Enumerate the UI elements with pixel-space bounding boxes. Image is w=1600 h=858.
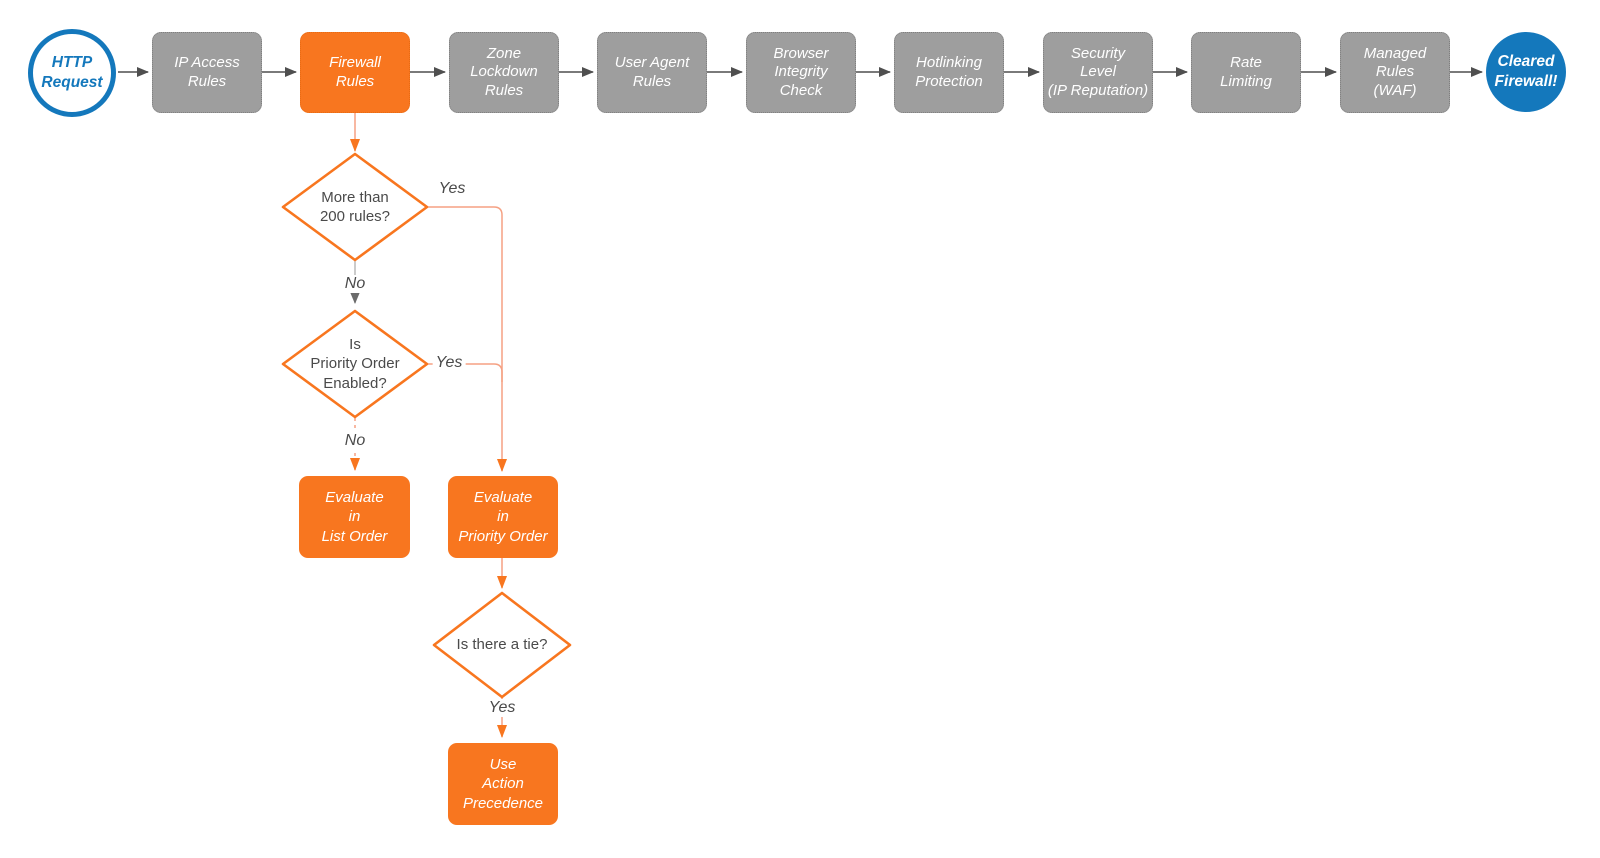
action-evaluate-list-order: Evaluate in List Order	[299, 476, 410, 558]
connector-rule-count-yes	[427, 206, 507, 472]
decision-rule-count-diamond	[281, 152, 429, 262]
stage-ip-access-rules: IP Access Rules	[152, 32, 262, 113]
action-use-action-precedence: Use Action Precedence	[448, 743, 558, 825]
connector-priority-yes	[427, 363, 503, 382]
edge-label-rule-count-yes: Yes	[435, 180, 469, 198]
decision-priority-order-diamond	[281, 309, 429, 419]
edge-label-priority-yes: Yes	[432, 354, 466, 372]
edge-label-priority-no: No	[341, 432, 369, 450]
action-evaluate-priority-order: Evaluate in Priority Order	[448, 476, 558, 558]
decision-rule-count-text: More than 200 rules?	[319, 188, 391, 225]
decision-priority-order-text: Is Priority Order Enabled?	[310, 336, 400, 392]
stage-managed-rules-waf: Managed Rules (WAF)	[1340, 32, 1450, 113]
stage-firewall-rules: Firewall Rules	[300, 32, 410, 113]
decision-tie-text: Is there a tie?	[456, 636, 548, 654]
stage-browser-integrity-check: Browser Integrity Check	[746, 32, 856, 113]
stage-zone-lockdown-rules: Zone Lockdown Rules	[449, 32, 559, 113]
start-node-http-request: HTTP Request	[28, 29, 116, 117]
end-node-cleared-firewall: Cleared Firewall!	[1486, 32, 1566, 112]
decision-tie-diamond	[432, 591, 572, 699]
edge-label-rule-count-no: No	[341, 275, 369, 293]
stage-user-agent-rules: User Agent Rules	[597, 32, 707, 113]
stage-hotlinking-protection: Hotlinking Protection	[894, 32, 1004, 113]
stage-rate-limiting: Rate Limiting	[1191, 32, 1301, 113]
edge-label-tie-yes: Yes	[485, 699, 519, 717]
stage-security-level: Security Level (IP Reputation)	[1043, 32, 1153, 113]
